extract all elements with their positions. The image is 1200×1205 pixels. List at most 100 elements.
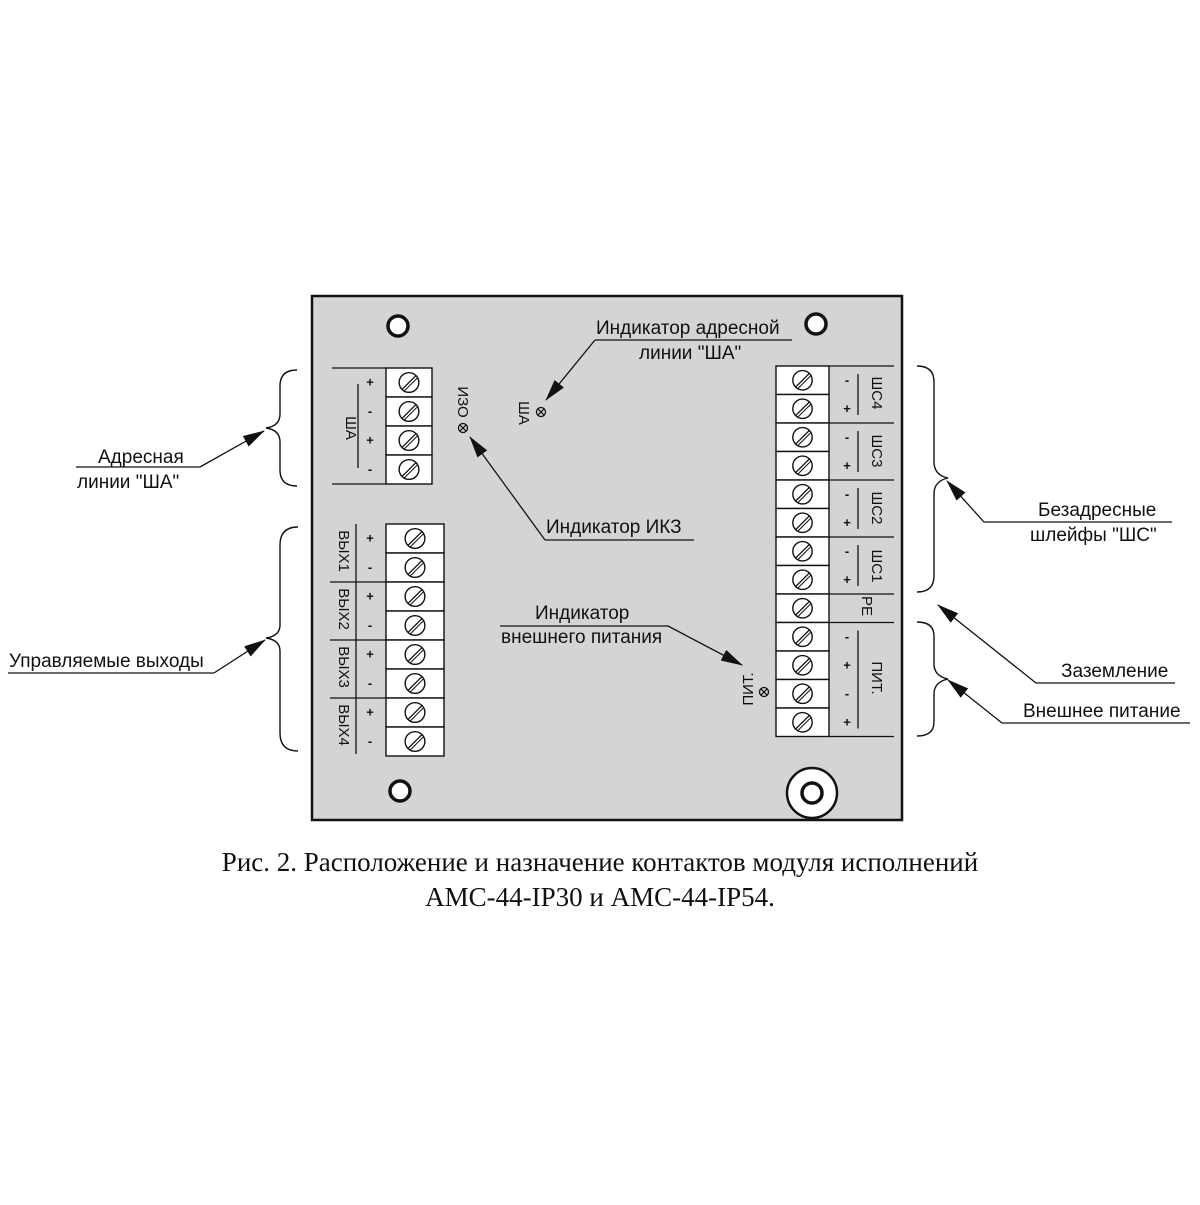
callout-addr-line-2: линии "ША" xyxy=(77,472,179,493)
pin-polarity-label: + xyxy=(843,657,851,672)
terminal-screw xyxy=(385,668,445,699)
out2-label: ВЫХ2 xyxy=(335,588,352,630)
pe-label: PE xyxy=(858,596,875,616)
terminal-screw xyxy=(775,422,830,453)
pin-polarity-label: - xyxy=(368,676,372,691)
callout-sha-indicator-arrow xyxy=(545,339,596,401)
out1-label: ВЫХ1 xyxy=(335,530,352,572)
pin-polarity-label: + xyxy=(843,401,851,416)
terminal-screw xyxy=(775,593,830,624)
terminal-screw xyxy=(775,479,830,510)
terminal-screw xyxy=(775,450,830,481)
power-group-label: ПИТ. xyxy=(868,661,885,694)
callout-ext-power-ind-arrow xyxy=(667,625,743,666)
callout-ground: Заземление xyxy=(1061,661,1168,682)
pin-polarity-label: + xyxy=(366,433,374,448)
terminal-screw xyxy=(775,536,830,567)
terminal-screw xyxy=(775,678,830,709)
callout-outputs: Управляемые выходы xyxy=(9,651,204,672)
pin-polarity-label: - xyxy=(845,429,849,444)
ikz-indicator xyxy=(457,422,469,434)
terminal-screw xyxy=(385,454,433,485)
brace-outputs xyxy=(265,526,299,752)
terminal-screw xyxy=(385,726,445,757)
loop3-label: ШС3 xyxy=(868,435,885,468)
terminal-screw xyxy=(385,697,445,728)
right-block-lines xyxy=(829,365,894,738)
pin-polarity-label: + xyxy=(366,589,374,604)
pin-polarity-label: + xyxy=(366,647,374,662)
terminal-screw xyxy=(385,523,445,554)
pin-polarity-label: - xyxy=(845,686,849,701)
sha-group-label: ША xyxy=(342,416,359,440)
terminal-screw xyxy=(385,552,445,583)
grounding-stud-hole xyxy=(800,781,824,805)
callout-ext-power: Внешнее питание xyxy=(1023,701,1181,722)
power-indicator-label: ПИТ. xyxy=(740,672,757,705)
callout-sha-indicator-2: линии "ША" xyxy=(639,343,741,364)
loop2-label: ШС2 xyxy=(868,492,885,525)
brace-power xyxy=(916,621,949,737)
left-block-lines xyxy=(330,367,386,754)
pin-polarity-label: - xyxy=(845,372,849,387)
terminal-screw xyxy=(775,564,830,595)
mounting-hole-bottom-left xyxy=(388,779,412,803)
pin-polarity-label: + xyxy=(366,705,374,720)
callout-loops-2: шлейфы "ШС" xyxy=(1030,525,1157,546)
callout-sha-indicator-1: Индикатор адресной xyxy=(596,318,780,339)
callout-ext-power-arrow xyxy=(947,679,1022,724)
terminal-screw xyxy=(775,507,830,538)
terminal-screw xyxy=(385,581,445,612)
callout-ground-arrow xyxy=(937,604,1060,684)
callout-ext-power-ind-2: внешнего питания xyxy=(501,627,662,648)
callout-addr-line-arrow xyxy=(199,430,265,468)
terminal-screw xyxy=(775,650,830,681)
pin-polarity-label: - xyxy=(845,629,849,644)
pin-polarity-label: - xyxy=(368,560,372,575)
terminal-screw xyxy=(385,639,445,670)
terminal-screw xyxy=(385,610,445,641)
pin-polarity-label: - xyxy=(368,618,372,633)
pin-polarity-label: - xyxy=(368,462,372,477)
pin-polarity-label: + xyxy=(366,375,374,390)
callout-ext-power-ind-1: Индикатор xyxy=(535,603,629,624)
pin-polarity-label: + xyxy=(843,515,851,530)
mounting-hole-top-right xyxy=(804,312,828,336)
pin-polarity-label: - xyxy=(368,404,372,419)
figure-caption-line-1: Рис. 2. Расположение и назначение контак… xyxy=(221,847,979,877)
pin-polarity-label: - xyxy=(368,734,372,749)
loop1-label: ШС1 xyxy=(868,550,885,583)
pin-polarity-label: + xyxy=(843,714,851,729)
brace-address-line xyxy=(265,369,298,487)
terminal-screw xyxy=(775,621,830,652)
callout-ikz: Индикатор ИКЗ xyxy=(546,517,682,538)
sha-indicator-label: ША xyxy=(515,401,532,425)
out3-label: ВЫХ3 xyxy=(335,646,352,688)
terminal-screw xyxy=(385,367,433,398)
terminal-screw xyxy=(385,425,433,456)
out4-label: ВЫХ4 xyxy=(335,704,352,746)
pin-polarity-label: - xyxy=(845,543,849,558)
callout-loops-1: Безадресные xyxy=(1038,500,1156,521)
mounting-hole-top-left xyxy=(386,314,410,338)
terminal-screw xyxy=(775,393,830,424)
callout-outputs-arrow xyxy=(213,639,266,674)
ikz-indicator-label: ИЗО xyxy=(454,386,471,417)
pin-polarity-label: + xyxy=(843,572,851,587)
pin-polarity-label: + xyxy=(366,531,374,546)
sha-indicator xyxy=(535,406,547,418)
terminal-screw xyxy=(775,365,830,396)
callout-loops-arrow xyxy=(946,480,1029,523)
pin-labels: +-+-+-+-+-+--+-+-+-+-+-+ xyxy=(366,372,851,748)
loop4-label: ШС4 xyxy=(868,377,885,410)
brace-loops xyxy=(916,365,949,593)
terminal-screw xyxy=(385,396,433,427)
terminal-screws xyxy=(385,365,830,757)
figure-caption-line-2: АМС-44-IP30 и АМС-44-IP54. xyxy=(425,882,775,912)
power-indicator xyxy=(758,686,770,698)
callout-addr-line-1: Адресная xyxy=(98,447,184,468)
pin-polarity-label: - xyxy=(845,486,849,501)
terminal-screw xyxy=(775,707,830,738)
